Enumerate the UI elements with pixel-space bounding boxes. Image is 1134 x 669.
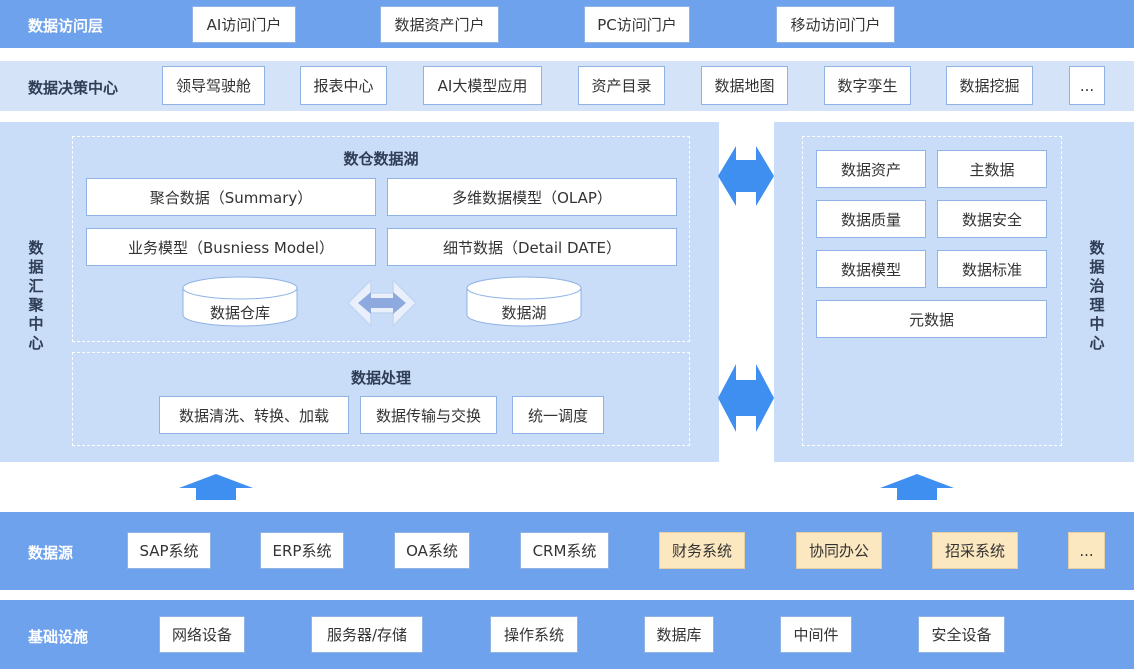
source-item-collab-office: 协同办公	[796, 532, 882, 569]
processing-scheduling: 统一调度	[512, 396, 604, 434]
governance-item-metadata: 元数据	[816, 300, 1047, 338]
access-layer-label: 数据访问层	[28, 17, 104, 35]
processing-section-frame	[72, 352, 690, 446]
decision-item-report-center: 报表中心	[300, 66, 387, 105]
source-item-procurement: 招采系统	[932, 532, 1018, 569]
left-up-arrow-icon	[179, 474, 253, 500]
lake-section-frame	[72, 136, 690, 342]
decision-item-data-map: 数据地图	[701, 66, 788, 105]
processing-section-title: 数据处理	[350, 369, 411, 387]
model-detail: 细节数据（Detail DATE）	[387, 228, 677, 266]
access-item-ai-portal: AI访问门户	[192, 6, 296, 43]
governance-section-frame	[802, 136, 1062, 446]
decision-item-more: ...	[1069, 66, 1105, 105]
source-item-oa: OA系统	[394, 532, 470, 569]
data-source-band: 数据源 SAP系统 ERP系统 OA系统 CRM系统 财务系统 协同办公 招采系…	[0, 512, 1134, 590]
infra-item-security-device: 安全设备	[918, 616, 1005, 653]
infrastructure-band: 基础设施 网络设备 服务器/存储 操作系统 数据库 中间件 安全设备	[0, 600, 1134, 669]
access-item-asset-portal: 数据资产门户	[380, 6, 499, 43]
governance-item-standard: 数据标准	[937, 250, 1047, 288]
lake-cylinder-icon	[466, 276, 582, 327]
access-item-mobile-portal: 移动访问门户	[776, 6, 895, 43]
lower-double-arrow-icon	[718, 364, 774, 432]
decision-item-cockpit: 领导驾驶舱	[162, 66, 265, 105]
governance-item-asset: 数据资产	[816, 150, 926, 188]
governance-item-master-data: 主数据	[937, 150, 1047, 188]
source-item-crm: CRM系统	[520, 532, 609, 569]
upper-double-arrow-icon	[718, 146, 774, 206]
governance-center-panel: 数据资产 主数据 数据质量 数据安全 数据模型 数据标准 元数据 数据治理中心	[774, 122, 1134, 462]
data-source-label: 数据源	[28, 544, 74, 562]
decision-item-digital-twin: 数字孪生	[824, 66, 911, 105]
source-item-erp: ERP系统	[260, 532, 344, 569]
access-layer-band: 数据访问层 AI访问门户 数据资产门户 PC访问门户 移动访问门户	[0, 0, 1134, 48]
governance-item-security: 数据安全	[937, 200, 1047, 238]
storage-cylinders	[182, 276, 582, 328]
infra-item-os: 操作系统	[490, 616, 578, 653]
access-item-pc-portal: PC访问门户	[584, 6, 690, 43]
source-item-sap: SAP系统	[127, 532, 211, 569]
governance-item-quality: 数据质量	[816, 200, 926, 238]
infra-item-middleware: 中间件	[780, 616, 852, 653]
infra-item-database: 数据库	[644, 616, 714, 653]
decision-item-asset-catalog: 资产目录	[578, 66, 665, 105]
infra-item-network: 网络设备	[159, 616, 245, 653]
warehouse-label: 数据仓库	[209, 304, 270, 322]
governance-center-label: 数据治理中心	[1089, 239, 1105, 352]
decision-item-ai-model: AI大模型应用	[423, 66, 542, 105]
governance-item-model: 数据模型	[816, 250, 926, 288]
decision-item-data-mining: 数据挖掘	[946, 66, 1033, 105]
model-olap: 多维数据模型（OLAP）	[387, 178, 677, 216]
model-summary: 聚合数据（Summary）	[86, 178, 376, 216]
source-item-more: ...	[1068, 532, 1105, 569]
lake-section-title: 数仓数据湖	[343, 150, 419, 168]
warehouse-lake-double-arrow-icon	[346, 278, 418, 328]
processing-etl: 数据清洗、转换、加载	[159, 396, 349, 434]
source-item-finance: 财务系统	[659, 532, 745, 569]
lake-label: 数据湖	[501, 304, 547, 322]
warehouse-cylinder-icon	[182, 276, 298, 327]
infrastructure-label: 基础设施	[28, 628, 89, 646]
right-up-arrow-icon	[880, 474, 954, 500]
model-business: 业务模型（Busniess Model）	[86, 228, 376, 266]
decision-center-label: 数据决策中心	[28, 79, 119, 97]
infra-item-server-storage: 服务器/存储	[311, 616, 423, 653]
aggregation-center-label: 数据汇聚中心	[28, 239, 44, 352]
decision-center-band: 数据决策中心 领导驾驶舱 报表中心 AI大模型应用 资产目录 数据地图 数字孪生…	[0, 61, 1134, 111]
aggregation-center-panel: 数据汇聚中心 数仓数据湖 聚合数据（Summary） 多维数据模型（OLAP） …	[0, 122, 719, 462]
processing-transfer: 数据传输与交换	[360, 396, 497, 434]
